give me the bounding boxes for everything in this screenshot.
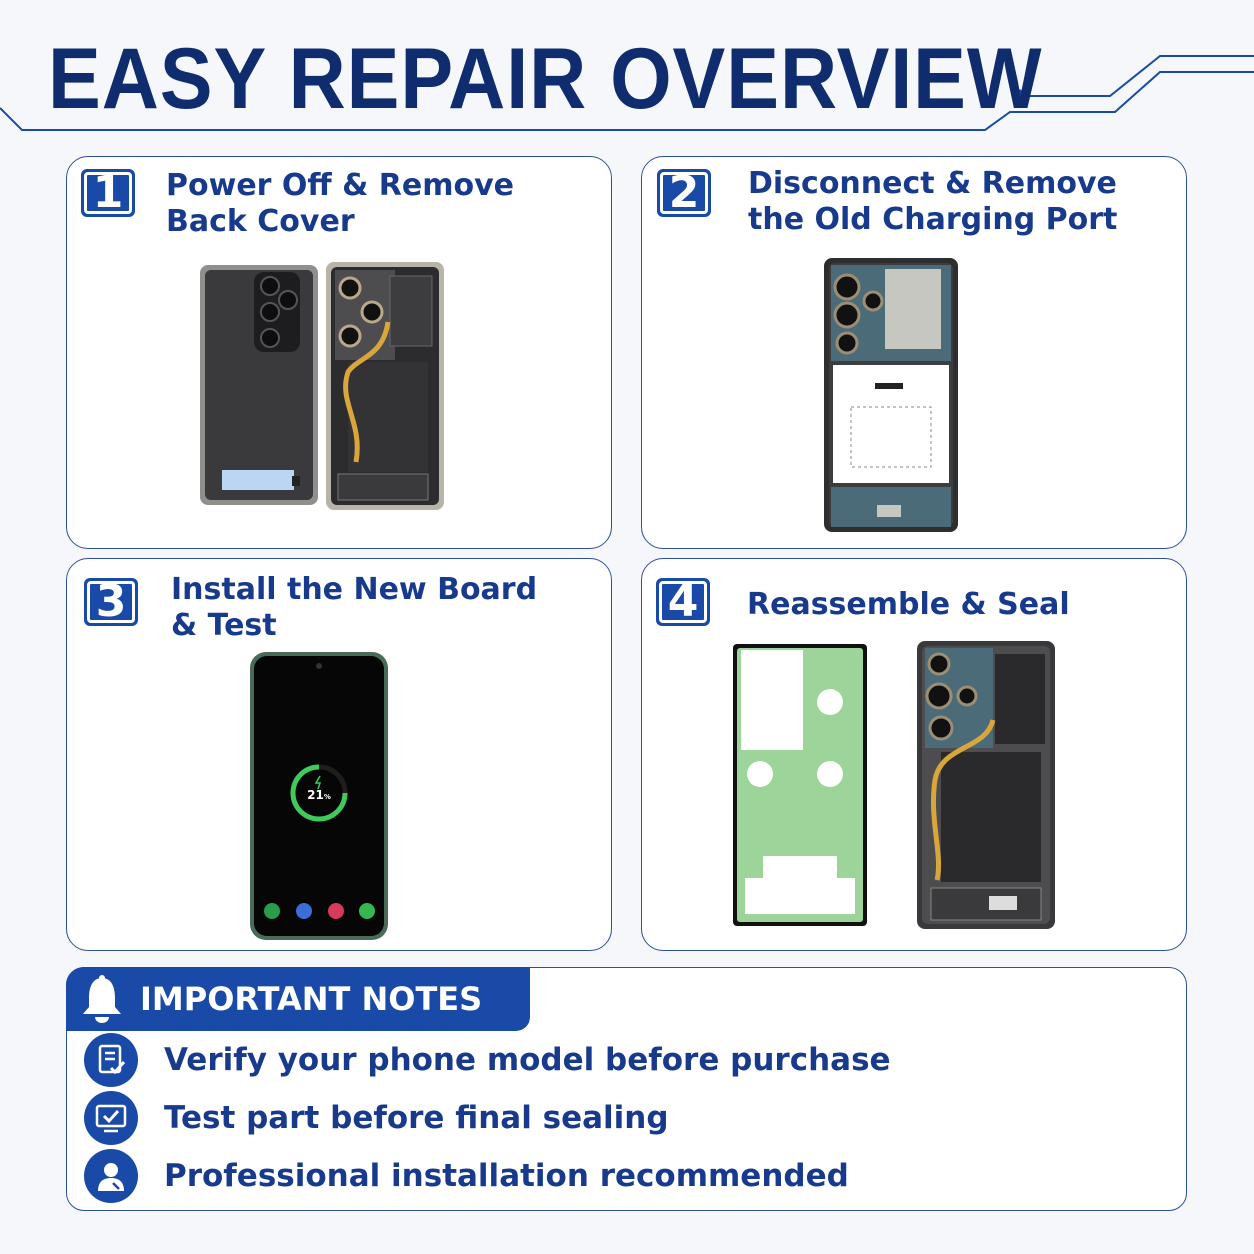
- step-number-badge: 1: [81, 169, 135, 217]
- step-number-badge: 3: [84, 578, 138, 626]
- header-decoration: [0, 55, 1254, 131]
- note-item: Professional installation recommended: [84, 1149, 849, 1203]
- note-item: Test part before final sealing: [84, 1091, 669, 1145]
- phone-charging-illustration: 21%: [249, 651, 389, 941]
- note-item: Verify your phone model before purchase: [84, 1033, 891, 1087]
- step-title: Install the New Board & Test: [171, 572, 538, 643]
- back-cover-illustration: [200, 262, 444, 510]
- note-text: Professional installation recommended: [164, 1158, 849, 1194]
- step-title: Reassemble & Seal: [747, 587, 1070, 622]
- step-title: Disconnect & Remove the Old Charging Por…: [748, 166, 1118, 237]
- monitor-check-icon: [84, 1091, 138, 1145]
- open-phone-illustration: [824, 258, 958, 532]
- battery-percent-sign: %: [323, 793, 331, 801]
- step-number-badge: 4: [656, 578, 710, 626]
- technician-icon: [84, 1149, 138, 1203]
- battery-percent: 21: [307, 788, 324, 802]
- document-check-icon: [84, 1033, 138, 1087]
- important-notes-header: [66, 967, 530, 1031]
- notes-title: IMPORTANT NOTES: [140, 980, 483, 1018]
- step-card-4: [641, 558, 1187, 951]
- page-title: EASY REPAIR OVERVIEW: [48, 31, 1043, 127]
- step-title: Power Off & Remove Back Cover: [166, 168, 514, 239]
- bell-icon: [83, 975, 121, 1023]
- note-text: Test part before final sealing: [164, 1100, 669, 1136]
- note-text: Verify your phone model before purchase: [164, 1042, 891, 1078]
- step-number-badge: 2: [657, 169, 711, 217]
- adhesive-and-phone-illustration: [733, 641, 1055, 929]
